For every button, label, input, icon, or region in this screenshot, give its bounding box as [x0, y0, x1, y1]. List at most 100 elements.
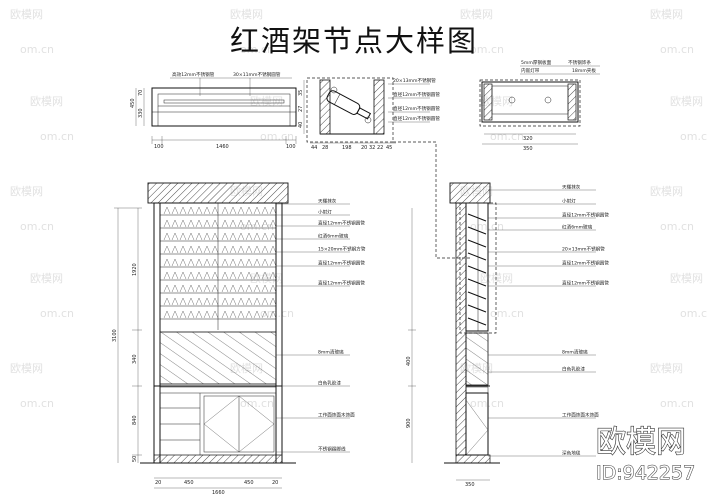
bottle-mark — [179, 219, 187, 228]
bottle-mark — [237, 232, 245, 241]
bottle-mark — [171, 297, 179, 306]
note-label: 工作面饰面木饰面 — [562, 412, 599, 419]
bottle-mark — [195, 232, 203, 241]
side-section-notes: 天棚抹灰小射灯直径12mm不锈钢圆管红酒6mm玻璃20×13mm不锈钢管直径12… — [488, 184, 609, 457]
tm-note-4: 直径12mm不锈钢圆管 — [393, 115, 440, 122]
drawing-title: 红酒架节点大样图 — [230, 24, 478, 58]
bottle-mark — [179, 310, 187, 319]
note-label: 天棚抹灰 — [562, 184, 581, 191]
bottle-mark — [179, 271, 187, 280]
bottle-mark — [163, 258, 171, 267]
bottle-mark — [253, 310, 261, 319]
tr-dim-2: 350 — [523, 146, 533, 152]
bottle-mark — [171, 245, 179, 254]
bottle-mark — [269, 206, 277, 215]
bottle-mark — [187, 310, 195, 319]
bottle-mark — [203, 245, 211, 254]
bottle-mark — [211, 206, 219, 215]
side-bottle-mark — [467, 252, 487, 261]
bottle-mark — [163, 271, 171, 280]
bottle-mark — [163, 232, 171, 241]
bottle-mark — [229, 297, 237, 306]
watermark-url: om.cn — [680, 130, 708, 143]
note-label: 直径12mm不锈钢圆管 — [318, 260, 365, 267]
bottle-mark — [245, 310, 253, 319]
bottle-mark — [253, 284, 261, 293]
side-bottle-mark — [467, 213, 487, 222]
tm-dim-5: 32 — [369, 145, 375, 151]
bottle-mark — [261, 271, 269, 280]
note-label: 直径12mm不锈钢圆管 — [562, 280, 609, 287]
note-label: 8mm清玻璃 — [318, 349, 344, 356]
watermark-url: om.cn — [240, 43, 274, 56]
note-label: 红酒6mm玻璃 — [562, 224, 593, 231]
bottle-mark — [187, 271, 195, 280]
bottle-mark — [237, 258, 245, 267]
tm-dim-4: 20 — [361, 145, 367, 151]
fe-dim-bottom-1: 20 — [155, 480, 161, 486]
tm-note-3: 直径12mm不锈钢圆管 — [393, 105, 440, 112]
bottle-mark — [195, 297, 203, 306]
bottle-mark — [179, 297, 187, 306]
ss-dim-left-1: 400 — [406, 356, 412, 366]
fe-dim-bottom-2: 450 — [184, 480, 194, 486]
bottle-mark — [203, 206, 211, 215]
brand-overlay: 欧模网 ID:942257 — [595, 424, 695, 484]
watermark-text: 欧模网 — [30, 272, 63, 285]
bottle-mark — [269, 271, 277, 280]
bottle-mark — [203, 232, 211, 241]
bottle-mark — [179, 258, 187, 267]
bottle-mark — [261, 245, 269, 254]
bottle-mark — [245, 245, 253, 254]
bottle-mark — [253, 297, 261, 306]
tr-note-2: 不锈钢饰条 — [568, 59, 591, 66]
note-label: 直径12mm不锈钢圆管 — [318, 220, 365, 227]
side-bottle-mark — [467, 317, 487, 326]
side-bottle-mark — [467, 278, 487, 287]
tl-note-2: 30×11mm不锈钢圆管 — [233, 71, 281, 78]
tm-dim-1: 44 — [311, 145, 317, 151]
watermark-url: om.cn — [40, 130, 74, 143]
ss-dim-bottom-1: 350 — [465, 482, 475, 488]
watermark-text: 欧模网 — [650, 8, 683, 21]
side-section: 400 900 350 天棚抹灰小射灯直径12mm不锈钢圆管红酒6mm玻璃20×… — [406, 182, 609, 488]
watermark-text: 欧模网 — [10, 362, 43, 375]
bottle-mark — [187, 297, 195, 306]
bottle-mark — [195, 271, 203, 280]
bottle-mark — [245, 258, 253, 267]
bottle-mark — [261, 284, 269, 293]
bottle-mark — [203, 271, 211, 280]
bottle-mark — [229, 258, 237, 267]
brand-id: ID:942257 — [596, 462, 695, 484]
fe-dim-left-5: 50 — [132, 456, 138, 462]
side-bottle-mark — [467, 265, 487, 274]
watermark-text: 欧模网 — [650, 185, 683, 198]
note-label: 工作面饰面木饰面 — [318, 412, 355, 419]
bottle-mark — [221, 258, 229, 267]
watermark-url: om.cn — [490, 130, 524, 143]
tm-dim-6: 22 — [377, 145, 383, 151]
bottle-mark — [203, 284, 211, 293]
bottle-mark — [229, 271, 237, 280]
bottle-mark — [203, 310, 211, 319]
note-label: 小射灯 — [562, 198, 576, 205]
tl-note-1: 高效12mm不锈钢管 — [172, 71, 215, 78]
note-label: 深色地毯 — [562, 450, 581, 457]
bottle-mark — [253, 232, 261, 241]
fe-dim-left-3: 340 — [132, 354, 138, 364]
bottle-mark — [163, 297, 171, 306]
tm-dim-7: 45 — [386, 145, 392, 151]
tl-dim-3: 100 — [286, 144, 296, 150]
front-elevation: 1920 3100 340 840 50 20 450 450 20 1660 … — [112, 182, 366, 496]
top-left-detail: 高效12mm不锈钢管 30×11mm不锈钢圆管 100 1460 100 450… — [130, 71, 297, 150]
bottle-mark — [261, 206, 269, 215]
bottle-mark — [253, 206, 261, 215]
bottle-mark — [211, 310, 219, 319]
bottle-mark — [269, 232, 277, 241]
bottle-mark — [211, 297, 219, 306]
note-label: 20×13mm不锈钢管 — [562, 246, 605, 253]
watermark-text: 欧模网 — [670, 95, 703, 108]
side-bottle-mark — [467, 239, 487, 248]
watermark-url: om.cn — [470, 220, 504, 233]
